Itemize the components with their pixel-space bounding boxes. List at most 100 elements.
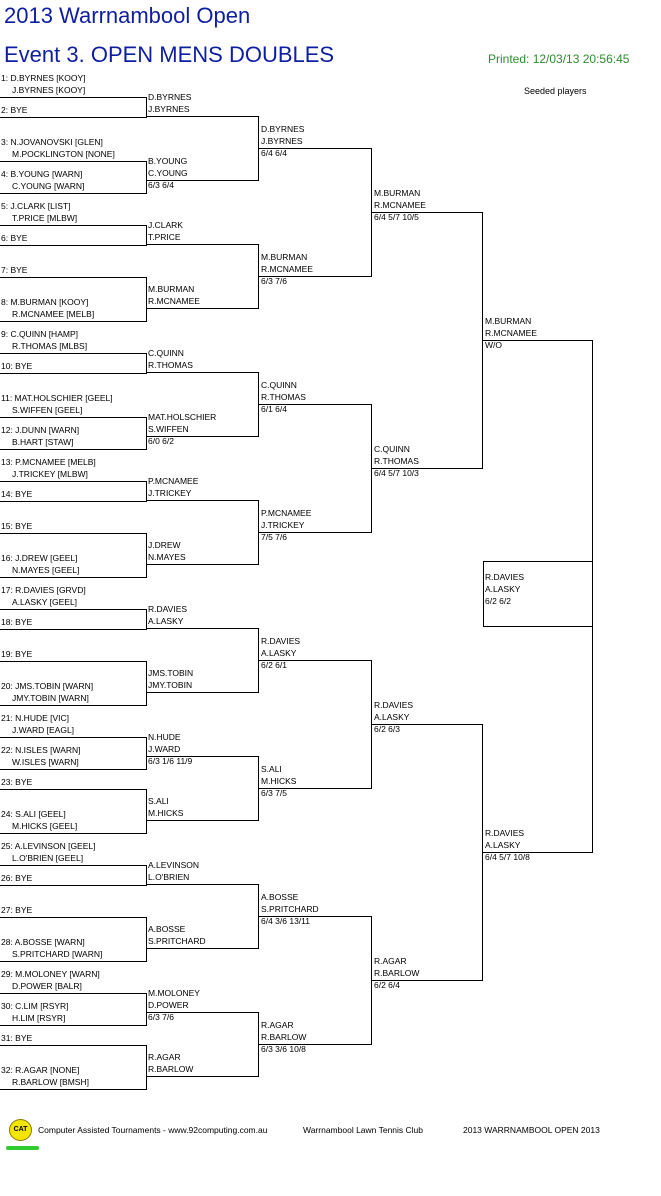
final-box-top (483, 561, 592, 562)
match-score: 6/4 6/4 (261, 148, 287, 158)
match-winner-partner: R.BARLOW (261, 1032, 307, 1042)
entry-line: 3: N.JOVANOVSKI [GLEN] (1, 137, 103, 147)
match-winner: R.DAVIES (148, 604, 188, 614)
entry-line (0, 481, 146, 482)
match-winner: N.HUDE (148, 732, 181, 742)
match-line (372, 468, 482, 469)
match-line (146, 756, 258, 757)
entry-line: 31: BYE (1, 1033, 33, 1043)
entry-partner: C.YOUNG [WARN] (12, 181, 85, 191)
bracket-connector (146, 161, 147, 194)
entry-line (0, 1045, 146, 1046)
match-winner: P.MCNAMEE (261, 508, 312, 518)
bracket-connector (146, 865, 147, 886)
match-winner: A.LEVINSON (148, 860, 200, 870)
bracket-connector (146, 417, 147, 450)
match-winner: D.BYRNES (148, 92, 192, 102)
match-winner: C.QUINN (261, 380, 297, 390)
match-winner: M.MOLONEY (148, 988, 200, 998)
entry-line (0, 961, 146, 962)
entry-line: 4: B.YOUNG [WARN] (1, 169, 83, 179)
match-line (146, 1076, 258, 1077)
match-score: 6/3 3/6 10/8 (261, 1044, 306, 1054)
entry-line: 23: BYE (1, 777, 33, 787)
match-winner: MAT.HOLSCHIER (148, 412, 217, 422)
bracket-connector (592, 340, 593, 853)
entry-line: 16: J.DREW [GEEL] (1, 553, 78, 563)
match-winner-partner: C.YOUNG (148, 168, 188, 178)
entry-partner: A.LASKY [GEEL] (12, 597, 78, 607)
event-title: Event 3. OPEN MENS DOUBLES (4, 42, 335, 67)
bracket-connector (146, 1045, 147, 1090)
match-winner: J.CLARK (148, 220, 183, 230)
bracket-connector (146, 225, 147, 246)
match-line (372, 980, 482, 981)
match-winner-partner: N.MAYES (148, 552, 186, 562)
entry-partner: H.LIM [RSYR] (12, 1013, 66, 1023)
match-winner: C.QUINN (374, 444, 410, 454)
match-winner-partner: S.WIFFEN (148, 424, 189, 434)
bracket-connector (146, 533, 147, 578)
match-score: 6/2 6/4 (374, 980, 400, 990)
match-winner: M.BURMAN (261, 252, 308, 262)
entry-partner: W.ISLES [WARN] (12, 757, 79, 767)
match-score: 7/5 7/6 (261, 532, 287, 542)
match-winner-partner: J.BYRNES (148, 104, 190, 114)
tournament-title: 2013 Warrnambool Open (4, 3, 251, 28)
entry-line: 10: BYE (1, 361, 33, 371)
seeded-players-note: Seeded players (524, 86, 587, 96)
match-winner: B.YOUNG (148, 156, 188, 166)
match-winner: JMS.TOBIN (148, 668, 194, 678)
entry-partner: S.PRITCHARD [WARN] (12, 949, 103, 959)
entry-line (0, 161, 146, 162)
match-winner: M.BURMAN (148, 284, 195, 294)
match-winner: A.BOSSE (261, 892, 299, 902)
bracket-connector (146, 789, 147, 834)
entry-partner: S.WIFFEN [GEEL] (12, 405, 83, 415)
final-score: 6/2 6/2 (485, 596, 511, 606)
entry-line (0, 789, 146, 790)
entry-line: 29: M.MOLONEY [WARN] (1, 969, 100, 979)
bracket-connector (482, 212, 483, 469)
match-winner-partner: S.PRITCHARD (148, 936, 206, 946)
match-score: 6/1 6/4 (261, 404, 287, 414)
match-winner-partner: T.PRICE (148, 232, 181, 242)
bracket-connector (482, 724, 483, 981)
entry-partner: D.POWER [BALR] (12, 981, 82, 991)
entry-partner: J.TRICKEY [MLBW] (12, 469, 88, 479)
bracket-connector (258, 500, 259, 565)
match-winner-partner: D.POWER (148, 1000, 189, 1010)
match-line (483, 852, 592, 853)
entry-line (0, 885, 146, 886)
entry-line (0, 117, 146, 118)
match-winner-partner: R.MCNAMEE (374, 200, 426, 210)
entry-line (0, 917, 146, 918)
entry-partner: T.PRICE [MLBW] (12, 213, 78, 223)
match-score: 6/2 6/1 (261, 660, 287, 670)
match-winner-partner: R.THOMAS (148, 360, 193, 370)
bracket-connector (258, 756, 259, 821)
entry-line (0, 577, 146, 578)
match-line (146, 436, 258, 437)
entry-line (0, 277, 146, 278)
match-line (259, 660, 371, 661)
entry-partner: R.MCNAMEE [MELB] (12, 309, 95, 319)
bracket-connector (371, 916, 372, 1045)
entry-line: 5: J.CLARK [LIST] (1, 201, 71, 211)
entry-line (0, 501, 146, 502)
entry-line: 32: R.AGAR [NONE] (1, 1065, 80, 1075)
match-line (259, 532, 371, 533)
match-winner: M.BURMAN (374, 188, 421, 198)
bracket-connector (146, 353, 147, 374)
entry-line: 25: A.LEVINSON [GEEL] (1, 841, 96, 851)
match-line (146, 116, 258, 117)
entry-line: 9: C.QUINN [HAMP] (1, 329, 78, 339)
entry-line: 19: BYE (1, 649, 33, 659)
match-winner-partner: R.MCNAMEE (261, 264, 313, 274)
entry-line (0, 449, 146, 450)
entry-line (0, 353, 146, 354)
match-line (372, 724, 482, 725)
match-score: 6/3 7/6 (261, 276, 287, 286)
entry-line (0, 533, 146, 534)
match-winner-partner: A.LASKY (374, 712, 410, 722)
